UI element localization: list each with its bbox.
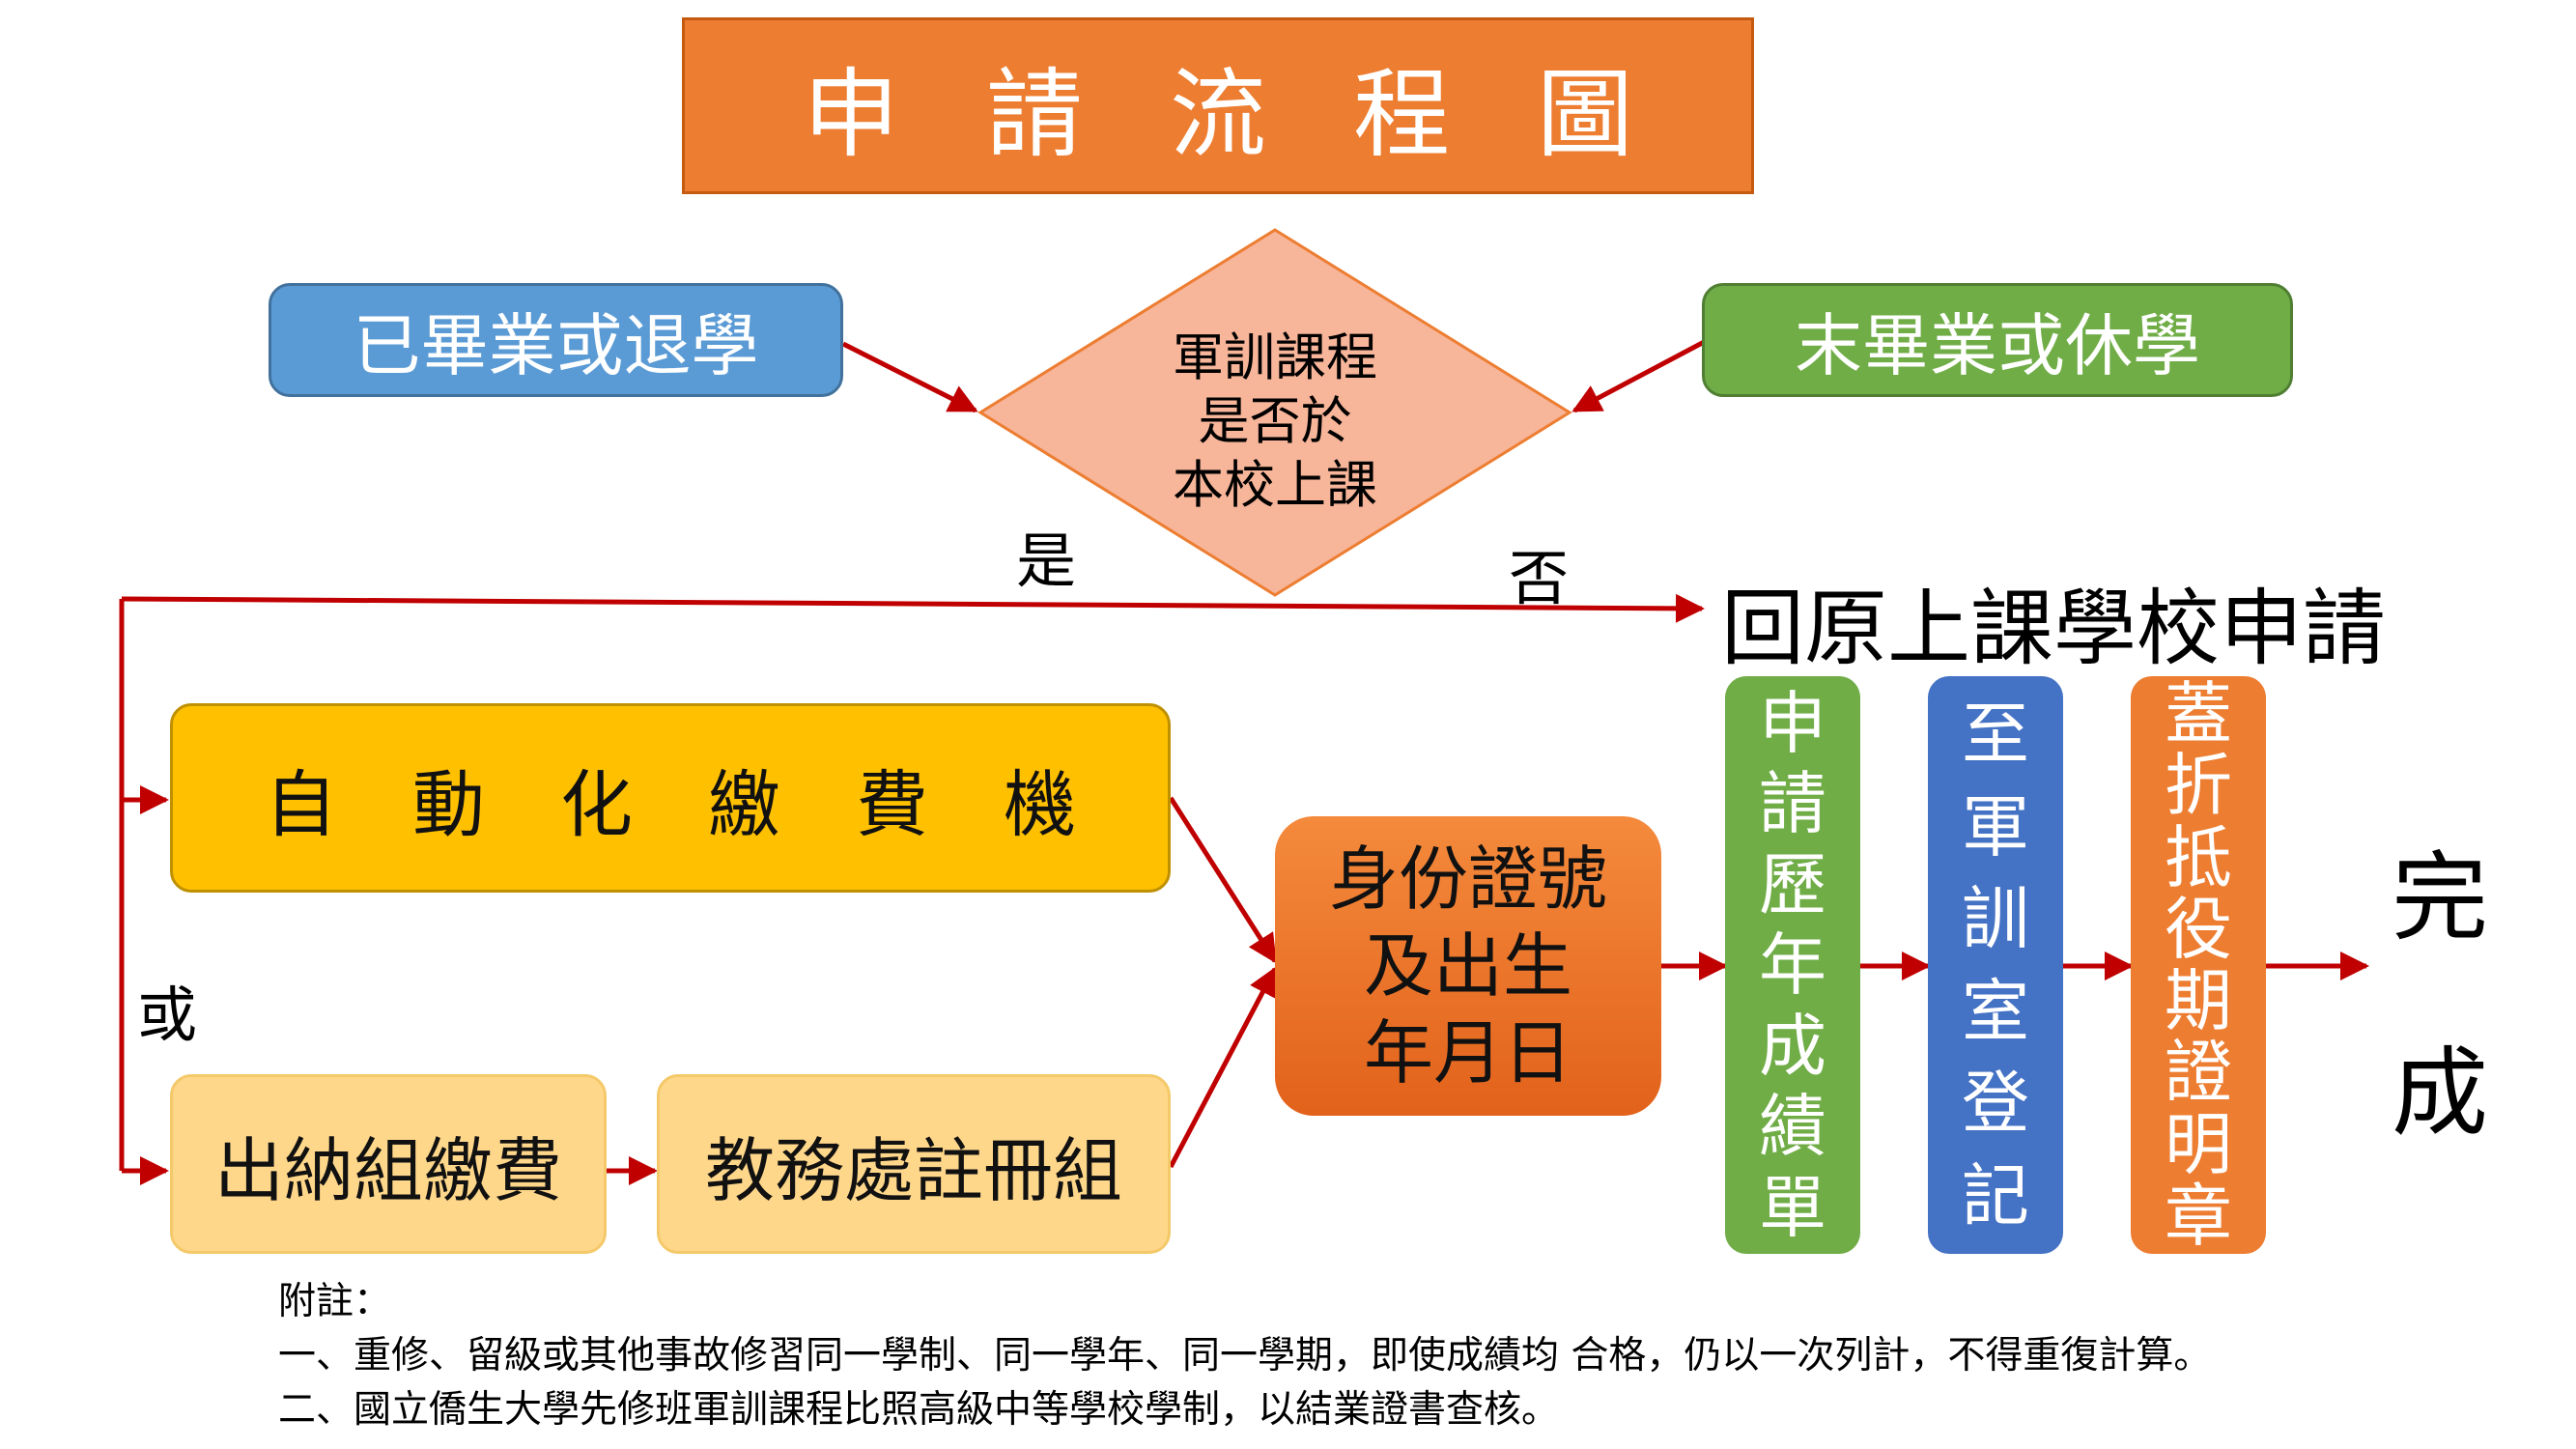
done-char-2: 成 bbox=[2392, 1037, 2488, 1150]
step-char: 蓋 bbox=[2165, 674, 2232, 754]
step-char: 績 bbox=[1759, 1087, 1826, 1166]
step-char: 記 bbox=[1962, 1155, 2029, 1236]
notes-line-2: 二、國立僑生大學先修班軍訓課程比照高級中等學校學制，以結業證書查核。 bbox=[278, 1388, 1560, 1432]
id-birth-line-3: 年月日 bbox=[1363, 1012, 1572, 1094]
step-char: 期 bbox=[2165, 961, 2232, 1041]
step-char: 章 bbox=[2165, 1176, 2232, 1256]
step-char: 訓 bbox=[1962, 879, 2029, 959]
step-char: 證 bbox=[2165, 1033, 2232, 1113]
step-char: 請 bbox=[1759, 764, 1826, 843]
decision-line-1: 軍訓課程 bbox=[1173, 328, 1377, 387]
or-label: 或 bbox=[137, 980, 198, 1050]
registrar-box: 教務處註冊組 bbox=[657, 1074, 1171, 1254]
step-char: 室 bbox=[1962, 971, 2029, 1051]
step-char: 年 bbox=[1759, 925, 1826, 1005]
notes-section: 附註： 一、重修、留級或其他事故修習同一學制、同一學年、同一學期，即使成績均 合… bbox=[278, 1275, 2211, 1437]
arrow-main-branch bbox=[121, 593, 1705, 623]
auto-payment-box: 自動化繳費機 bbox=[170, 703, 1171, 893]
not-graduated-box: 末畢業或休學 bbox=[1702, 283, 2293, 397]
decision-line-3: 本校上課 bbox=[1173, 456, 1377, 515]
step-char: 登 bbox=[1962, 1064, 2029, 1144]
step-char: 成 bbox=[1759, 1006, 1826, 1086]
no-label: 否 bbox=[1509, 543, 1570, 613]
arrow-graduated-to-decision bbox=[841, 341, 978, 413]
step-transcript-box: 申請歷年成績單 bbox=[1725, 676, 1860, 1254]
step-char: 至 bbox=[1962, 695, 2029, 775]
arrow-notgraduated-to-decision bbox=[1571, 337, 1710, 413]
arrow-registrar-to-id bbox=[1168, 966, 1278, 1169]
step-military-office-box: 至軍訓室登記 bbox=[1928, 676, 2063, 1254]
id-birth-line-2: 及出生 bbox=[1363, 925, 1572, 1007]
step-char: 明 bbox=[2165, 1104, 2232, 1184]
notes-line-1: 一、重修、留級或其他事故修習同一學制、同一學年、同一學期，即使成績均 合格，仍以… bbox=[278, 1334, 2212, 1378]
notes-heading: 附註： bbox=[278, 1280, 392, 1323]
step-char: 折 bbox=[2165, 746, 2232, 826]
return-school-text: 回原上課學校申請 bbox=[1721, 581, 2386, 677]
graduated-box: 已畢業或退學 bbox=[269, 283, 843, 397]
arrow-auto-to-id bbox=[1168, 796, 1278, 964]
step-service-stamp-box: 蓋折抵役期證明章 bbox=[2131, 676, 2266, 1254]
decision-text: 軍訓課程 是否於 本校上課 bbox=[1091, 327, 1458, 518]
id-birth-box: 身份證號 及出生 年月日 bbox=[1275, 816, 1661, 1116]
id-birth-line-1: 身份證號 bbox=[1328, 838, 1607, 920]
decision-line-2: 是否於 bbox=[1198, 392, 1352, 451]
yes-label: 是 bbox=[1016, 526, 1077, 596]
decision-diamond bbox=[977, 228, 1572, 597]
step-char: 軍 bbox=[1962, 786, 2029, 867]
step-char: 單 bbox=[1759, 1167, 1826, 1247]
step-char: 抵 bbox=[2165, 817, 2232, 897]
page-title: 申請流程圖 bbox=[682, 17, 1754, 194]
done-char-1: 完 bbox=[2392, 841, 2488, 954]
step-char: 役 bbox=[2165, 889, 2232, 969]
step-char: 歷 bbox=[1759, 844, 1826, 924]
step-char: 申 bbox=[1759, 683, 1826, 763]
cashier-payment-box: 出納組繳費 bbox=[170, 1074, 607, 1254]
